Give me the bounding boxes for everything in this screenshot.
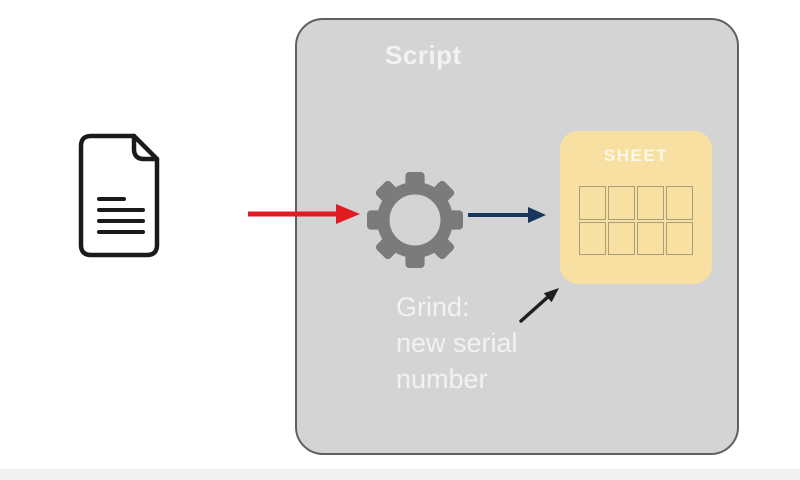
sheet-grid-cell <box>608 221 635 255</box>
sheet-grid-cell <box>608 186 635 220</box>
annotation-arrow-head <box>543 288 559 303</box>
sheet-grid-cell <box>579 186 606 220</box>
sheet-grid-cell <box>579 221 606 255</box>
annotation-arrow-shaft <box>519 294 551 323</box>
gear-body <box>377 182 453 258</box>
sheet-grid-cell <box>666 221 693 255</box>
output-arrow-head <box>528 207 546 223</box>
gear-teeth <box>367 172 463 268</box>
document-outline <box>78 133 160 258</box>
sheet-grid-cell <box>666 186 693 220</box>
output-arrow <box>468 207 546 223</box>
bottom-band <box>0 469 800 480</box>
sheet-grid-cell <box>637 221 664 255</box>
document-text-lines <box>97 197 145 234</box>
gear-icon <box>367 172 463 268</box>
document-icon-strokes <box>78 133 160 258</box>
document-icon <box>78 133 160 258</box>
sheet-box-label: SHEET <box>603 146 669 165</box>
input-arrow <box>248 204 360 224</box>
sheet-grid <box>579 186 693 255</box>
sheet-grid-cell <box>637 186 664 220</box>
input-arrow-head <box>336 204 360 224</box>
caption-text: Grind: new serial number <box>396 292 518 394</box>
annotation-arrow <box>519 288 559 323</box>
script-box-label: Script <box>385 40 462 70</box>
sheet-box: SHEET <box>560 131 712 284</box>
document-fold <box>131 133 160 162</box>
